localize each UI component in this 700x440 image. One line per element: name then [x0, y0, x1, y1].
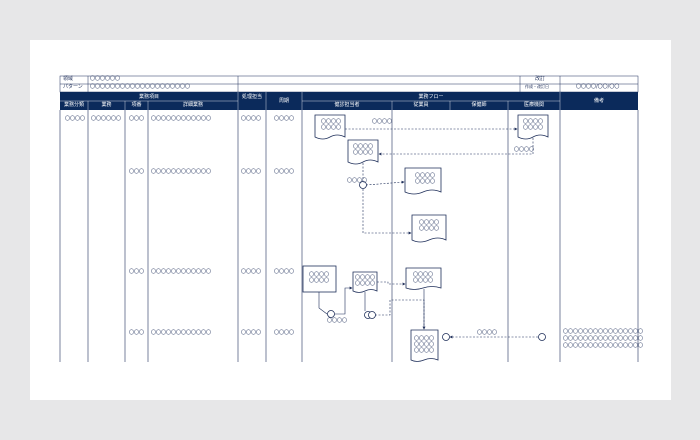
row1-item: 〇〇〇	[129, 116, 145, 122]
flow-doc-1	[314, 114, 346, 140]
col-category-header: 業務分類	[63, 102, 84, 108]
remarks-line-1: 〇〇〇〇〇〇〇〇〇〇〇〇〇〇〇〇	[563, 329, 644, 335]
flow-doc-7	[352, 271, 378, 293]
flow-box-6	[302, 265, 337, 293]
flow-arrow-2	[378, 138, 534, 156]
pattern-label: パターン	[63, 84, 83, 90]
flow-doc-1-text: 〇〇〇〇 〇〇〇〇	[320, 119, 341, 131]
grid-lines	[59, 75, 639, 362]
flow-label-5: 〇〇〇〇	[477, 330, 498, 336]
flow-line-2	[335, 286, 353, 315]
row4-handler: 〇〇〇〇	[241, 330, 262, 336]
row3-item: 〇〇〇	[129, 269, 145, 275]
flow-doc-3-text: 〇〇〇〇 〇〇〇〇	[414, 173, 435, 185]
flow-doc-5-text: 〇〇〇〇 〇〇〇〇	[418, 220, 439, 232]
flow-arrow-7	[375, 299, 426, 330]
lane-exam-header: 健診担当者	[334, 102, 360, 108]
row1-category: 〇〇〇〇	[65, 116, 86, 122]
col-handler-header: 処理担当	[241, 94, 262, 100]
flow-doc-3	[404, 167, 442, 195]
flow-diagram	[302, 114, 549, 362]
domain-label: 領域	[63, 76, 74, 82]
flow-doc-4-text: 〇〇〇〇 〇〇〇〇	[522, 119, 543, 131]
flow-arrow-6	[377, 281, 406, 286]
row2-detail: 〇〇〇〇〇〇〇〇〇〇〇〇	[151, 169, 212, 175]
flow-doc-9-text: 〇〇〇〇 〇〇〇〇 〇〇〇〇	[413, 336, 434, 354]
col-detail-header: 詳細業務	[182, 102, 203, 108]
lane-health-nurse-header: 保健師	[471, 102, 487, 108]
flow-doc-4	[517, 114, 549, 140]
remarks-line-3: 〇〇〇〇〇〇〇〇〇〇〇〇〇〇〇〇	[563, 343, 644, 349]
flow-label-1: 〇〇〇〇	[372, 119, 393, 125]
col-task-header: 業務	[101, 102, 112, 108]
row2-item: 〇〇〇	[129, 169, 145, 175]
pattern-value: 〇〇〇〇〇〇〇〇〇〇〇〇〇〇〇〇〇〇〇〇	[90, 84, 191, 90]
row3-handler: 〇〇〇〇	[241, 269, 262, 275]
flow-label-2: 〇〇〇〇	[514, 147, 535, 153]
flow-node-6	[538, 333, 546, 341]
row2-cycle: 〇〇〇〇	[274, 169, 295, 175]
col-cycle-header: 周期	[278, 98, 289, 104]
flow-doc-8-text: 〇〇〇〇 〇〇〇〇	[412, 272, 433, 284]
flow-doc-5	[411, 214, 447, 243]
row1-cycle: 〇〇〇〇	[274, 116, 295, 122]
flow-arrow-5	[362, 189, 412, 235]
flow-node-4	[368, 311, 376, 319]
row2-handler: 〇〇〇〇	[241, 169, 262, 175]
flow-node-5	[442, 333, 450, 341]
row1-handler: 〇〇〇〇	[241, 116, 262, 122]
row1-task: 〇〇〇〇〇〇	[91, 116, 122, 122]
flow-label-3: 〇〇〇〇	[347, 178, 368, 184]
flow-doc-8	[405, 267, 442, 290]
flow-doc-7-text: 〇〇〇〇 〇〇〇〇	[354, 275, 375, 287]
col-item-header: 項番	[131, 102, 142, 108]
row3-detail: 〇〇〇〇〇〇〇〇〇〇〇〇	[151, 269, 212, 275]
flow-arrow-4	[365, 180, 405, 186]
row4-item: 〇〇〇	[129, 330, 145, 336]
lane-medical-header: 医療機関	[523, 102, 544, 108]
revision-label: 改訂	[535, 76, 546, 82]
lane-employee-header: 従業員	[413, 102, 429, 108]
created-value: 〇〇〇〇/〇〇/〇〇	[576, 84, 620, 90]
flow-doc-2	[347, 139, 379, 165]
row4-detail: 〇〇〇〇〇〇〇〇〇〇〇〇	[151, 330, 212, 336]
domain-value: 〇〇〇〇〇〇	[90, 76, 121, 82]
flow-header: 業務フロー	[418, 94, 444, 100]
business-items-header: 業務項目	[138, 94, 159, 100]
row3-cycle: 〇〇〇〇	[274, 269, 295, 275]
flow-doc-9	[410, 329, 439, 362]
row1-detail: 〇〇〇〇〇〇〇〇〇〇〇〇	[151, 116, 212, 122]
remarks-line-2: 〇〇〇〇〇〇〇〇〇〇〇〇〇〇〇〇	[563, 336, 644, 342]
flow-node-2	[327, 310, 335, 318]
remarks-header: 備考	[593, 98, 604, 104]
row4-cycle: 〇〇〇〇	[274, 330, 295, 336]
flow-box-6-text: 〇〇〇〇 〇〇〇〇	[308, 272, 329, 284]
document-card: 領域 〇〇〇〇〇〇 パターン 〇〇〇〇〇〇〇〇〇〇〇〇〇〇〇〇〇〇〇〇 改訂 作…	[30, 40, 671, 400]
flow-doc-2-text: 〇〇〇〇 〇〇〇〇	[352, 144, 373, 156]
created-label: 作成・改訂日	[525, 84, 549, 89]
flow-line-1	[318, 292, 328, 315]
flow-label-4: 〇〇〇〇	[327, 318, 348, 324]
